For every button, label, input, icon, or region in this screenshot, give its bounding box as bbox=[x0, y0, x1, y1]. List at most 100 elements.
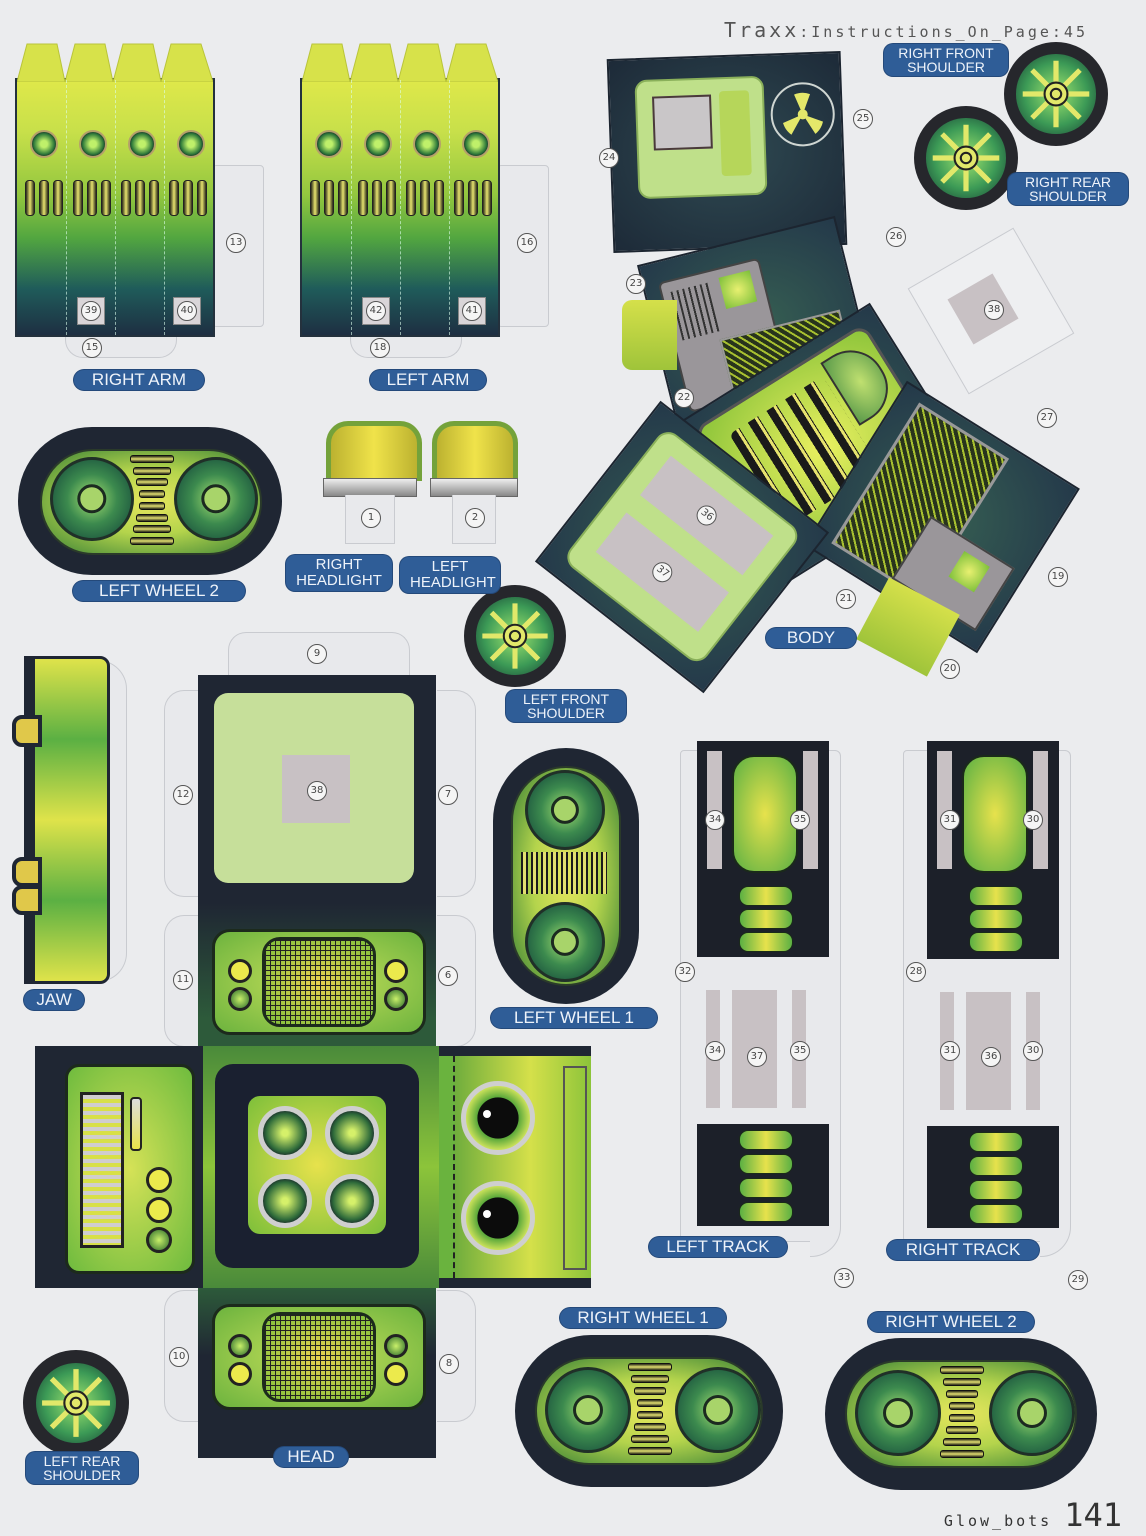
page-footer: Glow_bots 141 bbox=[944, 1496, 1122, 1534]
arm-peaks-icon bbox=[17, 43, 213, 82]
left-wheel-1 bbox=[493, 748, 639, 1004]
part-number: 39 bbox=[81, 301, 101, 321]
tab-number: 20 bbox=[940, 659, 960, 679]
label-line: HEADLIGHT bbox=[410, 574, 496, 591]
tab-number: 26 bbox=[886, 227, 906, 247]
part-number: 30 bbox=[1023, 810, 1043, 830]
head-top-face: 38 bbox=[198, 675, 436, 903]
tab-number: 21 bbox=[836, 589, 856, 609]
label-line: LEFT bbox=[431, 558, 469, 575]
tab-number: 27 bbox=[1037, 408, 1057, 428]
tab-number: 15 bbox=[82, 338, 102, 358]
part-label: LEFT WHEEL 1 bbox=[491, 1008, 657, 1028]
tab-number: 7 bbox=[438, 785, 458, 805]
head-left-side bbox=[65, 1064, 195, 1274]
part-number: 35 bbox=[790, 1041, 810, 1061]
body-screen bbox=[634, 75, 768, 200]
wheel-grill bbox=[130, 455, 174, 545]
part-label: BODY bbox=[766, 628, 856, 648]
tab-number: 28 bbox=[906, 962, 926, 982]
tab-number: 16 bbox=[517, 233, 537, 253]
tab-number: 13 bbox=[226, 233, 246, 253]
track-bottom-segment bbox=[697, 1124, 829, 1226]
part-number: 41 bbox=[462, 301, 482, 321]
left-rear-shoulder bbox=[23, 1350, 129, 1456]
part-number: 31 bbox=[940, 1041, 960, 1061]
part-label: RIGHT ARM bbox=[74, 370, 204, 390]
head-middle-row bbox=[35, 1046, 591, 1288]
footer-brand: Glow_bots bbox=[943, 1512, 1053, 1530]
tab-number: 11 bbox=[173, 970, 193, 990]
part-number: 42 bbox=[366, 301, 386, 321]
header-separator: : bbox=[799, 23, 812, 41]
left-wheel-2 bbox=[18, 427, 282, 575]
track-top-segment bbox=[927, 741, 1059, 959]
track-bottom-segment bbox=[927, 1126, 1059, 1228]
star-spoke-icon bbox=[42, 1369, 110, 1437]
wheel-grill bbox=[625, 1363, 675, 1455]
head-glue-tab bbox=[437, 1290, 476, 1422]
tab-number: 6 bbox=[438, 966, 458, 986]
label-line: SHOULDER bbox=[907, 59, 985, 75]
part-number: 34 bbox=[705, 1041, 725, 1061]
tab-number: 9 bbox=[307, 644, 327, 664]
tab-number: 29 bbox=[1068, 1270, 1088, 1290]
part-label: RIGHT WHEEL 1 bbox=[560, 1308, 726, 1328]
body-side-flap bbox=[622, 300, 677, 370]
part-number: 37 bbox=[747, 1047, 767, 1067]
star-spoke-icon bbox=[1022, 60, 1090, 128]
label-line: LEFT REAR bbox=[43, 1453, 121, 1469]
head-right-side bbox=[439, 1056, 591, 1278]
tab-number: 38 bbox=[984, 300, 1004, 320]
part-number: 38 bbox=[307, 781, 327, 801]
label-line: RIGHT REAR bbox=[1024, 174, 1112, 190]
head-mouth-face bbox=[198, 903, 436, 1048]
left-front-shoulder bbox=[464, 585, 566, 687]
label-line: SHOULDER bbox=[1029, 188, 1107, 204]
right-rear-shoulder bbox=[914, 106, 1018, 210]
part-number: 30 bbox=[1023, 1041, 1043, 1061]
page-number: 141 bbox=[1064, 1496, 1122, 1534]
left-arm-panel: 42 41 bbox=[300, 43, 500, 337]
part-number: 34 bbox=[705, 810, 725, 830]
label-line: LEFT FRONT bbox=[522, 691, 610, 707]
tab-number: 19 bbox=[1048, 567, 1068, 587]
track-top-segment bbox=[697, 741, 829, 957]
star-spoke-icon bbox=[932, 124, 1000, 192]
header-title: Traxx bbox=[724, 18, 800, 42]
right-arm-panel: 39 40 bbox=[15, 43, 215, 337]
part-number: 40 bbox=[177, 301, 197, 321]
part-label: LEFT ARM bbox=[370, 370, 486, 390]
tab-number: 33 bbox=[834, 1268, 854, 1288]
jaw-panel bbox=[24, 656, 110, 984]
arm-peaks-icon bbox=[302, 43, 498, 82]
head-front-face bbox=[203, 1046, 439, 1288]
tab-number: 10 bbox=[169, 1347, 189, 1367]
part-number: 36 bbox=[981, 1047, 1001, 1067]
part-label: LEFT WHEEL 2 bbox=[73, 581, 245, 601]
page-header: Traxx:Instructions_On_Page:45 bbox=[724, 18, 1088, 42]
part-number: 35 bbox=[790, 810, 810, 830]
label-line: RIGHT bbox=[315, 556, 363, 573]
tab-number: 2 bbox=[465, 508, 485, 528]
label-line: HEADLIGHT bbox=[296, 572, 382, 589]
right-front-shoulder bbox=[1004, 42, 1108, 146]
part-label: LEFT TRACK bbox=[649, 1237, 787, 1257]
head-bottom-face bbox=[198, 1288, 436, 1458]
radiation-icon bbox=[769, 81, 836, 148]
part-number: 37 bbox=[648, 558, 677, 587]
label-line: RIGHT FRONT bbox=[898, 45, 994, 61]
label-line: SHOULDER bbox=[527, 705, 605, 721]
part-label: RIGHT WHEEL 2 bbox=[868, 1312, 1034, 1332]
part-label: RIGHT TRACK bbox=[887, 1240, 1039, 1260]
wheel-grill bbox=[937, 1366, 987, 1458]
tab-number: 8 bbox=[439, 1354, 459, 1374]
tab-number: 24 bbox=[599, 148, 619, 168]
tab-number: 25 bbox=[853, 109, 873, 129]
